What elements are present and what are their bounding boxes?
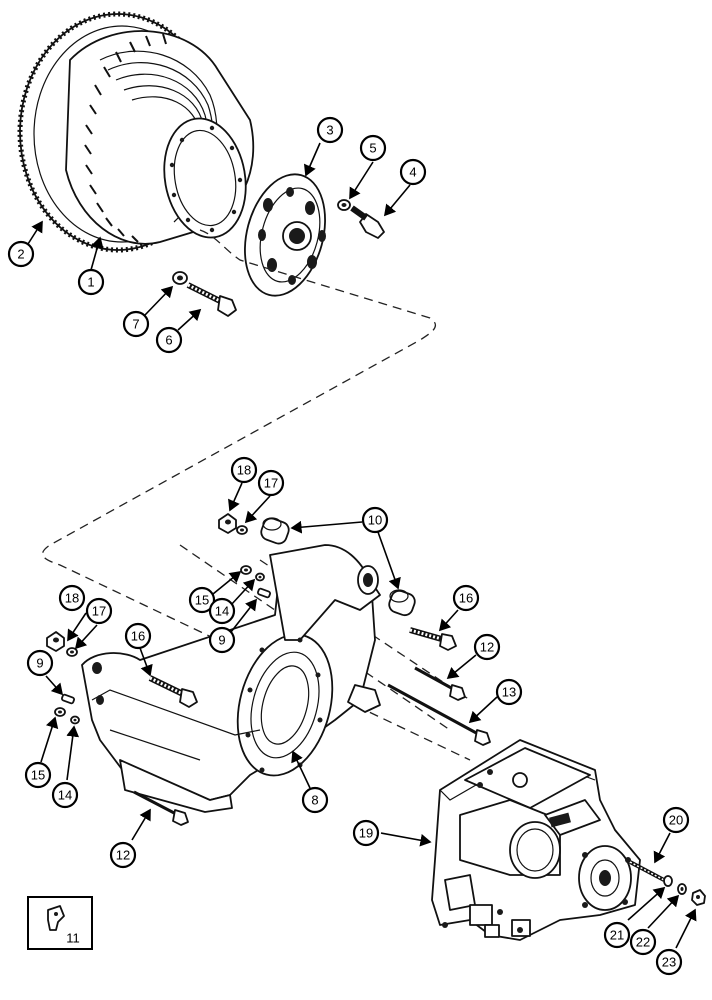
washer-14-upper (255, 572, 265, 582)
callout-10: 10 (361, 506, 389, 534)
bolt-6 (186, 282, 237, 317)
bolt-16-right (409, 627, 457, 651)
callout-20: 20 (662, 806, 690, 834)
pin-9-upper (256, 587, 272, 599)
svg-text:23: 23 (662, 955, 676, 970)
callout-9-upper: 9 (208, 626, 236, 654)
svg-text:14: 14 (58, 788, 72, 803)
svg-text:17: 17 (92, 604, 106, 619)
guide-line-coupling (41, 229, 471, 761)
svg-text:22: 22 (636, 935, 650, 950)
svg-text:3: 3 (326, 123, 333, 138)
callout-4: 4 (399, 158, 427, 186)
svg-text:10: 10 (368, 513, 382, 528)
svg-text:12: 12 (480, 640, 494, 655)
svg-text:19: 19 (359, 826, 373, 841)
bolt-13 (387, 683, 491, 746)
washer-17-lower (66, 647, 78, 657)
callout-21: 21 (603, 921, 631, 949)
guide-line-housing (179, 544, 451, 731)
nut-5 (337, 199, 351, 211)
callout-15-upper: 15 (188, 586, 216, 614)
svg-text:6: 6 (165, 333, 172, 348)
svg-text:13: 13 (502, 685, 516, 700)
svg-text:18: 18 (65, 591, 79, 606)
svg-text:20: 20 (669, 813, 683, 828)
washer-14-lower (70, 715, 80, 725)
adapter-housing (81, 544, 381, 813)
leader-lines (27, 142, 697, 949)
callout-2: 2 (7, 240, 35, 268)
washer-22 (677, 883, 687, 895)
callout-16-right: 16 (452, 584, 480, 612)
svg-text:15: 15 (31, 768, 45, 783)
callout-8: 8 (301, 786, 329, 814)
callout-13: 13 (495, 678, 523, 706)
bolt-12-upper (414, 666, 466, 701)
svg-text:8: 8 (311, 793, 318, 808)
svg-text:5: 5 (369, 141, 376, 156)
callout-22: 22 (629, 928, 657, 956)
bolt-4 (350, 205, 385, 239)
svg-text:4: 4 (409, 165, 416, 180)
callout-15-lower: 15 (24, 761, 52, 789)
callout-14-upper: 14 (208, 597, 236, 625)
svg-text:17: 17 (264, 476, 278, 491)
svg-text:9: 9 (36, 656, 43, 671)
inset-fitting-11: 11 (27, 896, 93, 950)
bolt-16-left (148, 675, 198, 708)
nut-23 (691, 889, 706, 906)
callout-1: 1 (77, 268, 105, 296)
callout-18-lower: 18 (58, 584, 86, 612)
callout-7: 7 (122, 310, 150, 338)
bolt-12-lower (133, 790, 189, 826)
svg-text:15: 15 (195, 593, 209, 608)
callout-12-upper: 12 (473, 633, 501, 661)
callout-17-upper: 17 (257, 469, 285, 497)
washer-15-upper (240, 565, 252, 575)
callout-14-lower: 14 (51, 781, 79, 809)
callout-17-lower: 17 (85, 597, 113, 625)
callout-3: 3 (316, 116, 344, 144)
flexible-coupling (244, 173, 326, 297)
svg-text:16: 16 (131, 629, 145, 644)
hydraulic-pump (431, 739, 641, 941)
callout-19: 19 (352, 819, 380, 847)
pin-9-lower (60, 693, 76, 705)
nut-18-lower (46, 631, 65, 652)
bushing-10-upper (260, 517, 290, 545)
inset-label: 11 (66, 931, 80, 946)
washer-17-upper (236, 525, 248, 535)
svg-text:16: 16 (459, 591, 473, 606)
callout-6: 6 (155, 326, 183, 354)
svg-text:21: 21 (610, 928, 624, 943)
svg-text:18: 18 (237, 463, 251, 478)
svg-text:14: 14 (215, 604, 229, 619)
svg-text:1: 1 (87, 275, 94, 290)
svg-text:12: 12 (116, 848, 130, 863)
callout-9-lower: 9 (26, 649, 54, 677)
callout-23: 23 (655, 948, 683, 976)
bushing-10-lower (388, 589, 416, 617)
svg-text:2: 2 (17, 247, 24, 262)
svg-text:9: 9 (218, 633, 225, 648)
callout-5: 5 (359, 134, 387, 162)
callout-16-left: 16 (124, 622, 152, 650)
washer-7 (172, 271, 188, 285)
svg-text:7: 7 (132, 317, 139, 332)
nut-18-upper (218, 513, 237, 534)
callout-18-upper: 18 (230, 456, 258, 484)
washer-15-lower (54, 707, 66, 717)
flywheel-assembly (17, 11, 255, 253)
washer-21 (663, 875, 673, 887)
callout-12-lower: 12 (109, 841, 137, 869)
stud-20 (629, 860, 665, 882)
